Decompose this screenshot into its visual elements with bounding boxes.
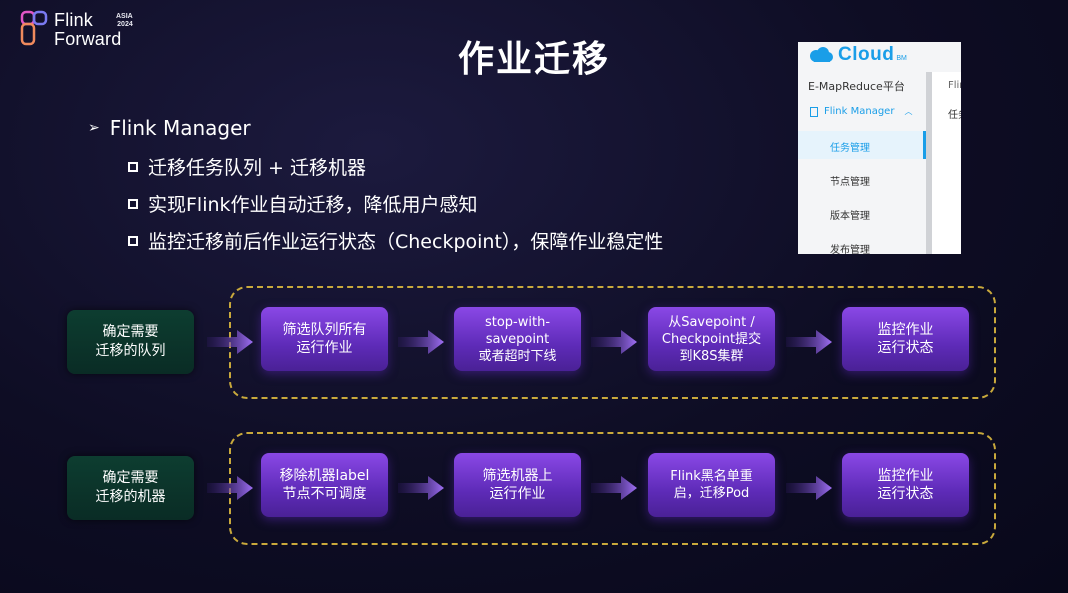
flink-forward-logo: Flink Forward ASIA 2024 xyxy=(20,10,150,50)
square-bullet-icon xyxy=(128,235,138,246)
flow-row-1-step-3: 从Savepoint /Checkpoint提交到K8S集群 xyxy=(648,307,775,371)
menu-item-task-management[interactable]: 任务管理 xyxy=(798,131,926,159)
flow-row-2-step-2: 筛选机器上运行作业 xyxy=(454,453,581,517)
flow-arrow-icon xyxy=(398,476,444,500)
platform-label: E-MapReduce平台 xyxy=(808,80,905,93)
flow-row-2-start: 确定需要迁移的机器 xyxy=(67,456,194,520)
logo-badge: ASIA 2024 xyxy=(116,13,133,28)
flow-row-2-step-3: Flink黑名单重启，迁移Pod xyxy=(648,453,775,517)
menu-flink-manager[interactable]: Flink Manager ︿ xyxy=(810,106,912,117)
cloud-brand: Cloud BM xyxy=(808,44,907,66)
bullet-main: ➢ Flink Manager xyxy=(88,116,251,140)
menu-item-version-management[interactable]: 版本管理 xyxy=(830,211,870,222)
flow-row-1-step-1: 筛选队列所有运行作业 xyxy=(261,307,388,371)
flow-arrow-icon xyxy=(207,330,253,354)
square-bullet-icon xyxy=(128,161,138,172)
flow-arrow-icon xyxy=(786,330,832,354)
flow-arrow-icon xyxy=(207,476,253,500)
square-bullet-icon xyxy=(128,198,138,209)
flow-arrow-icon xyxy=(591,330,637,354)
flow-row-1-start: 确定需要迁移的队列 xyxy=(67,310,194,374)
slide-title: 作业迁移 xyxy=(457,39,610,80)
flow-arrow-icon xyxy=(591,476,637,500)
flow-arrow-icon xyxy=(786,476,832,500)
bullet-sub-2: 实现Flink作业自动迁移，降低用户感知 xyxy=(128,190,478,217)
panel-scrollbar[interactable] xyxy=(926,72,932,254)
bullet-sub-1: 迁移任务队列 + 迁移机器 xyxy=(128,153,366,180)
menu-item-node-management[interactable]: 节点管理 xyxy=(830,177,870,188)
panel-sidebar: E-MapReduce平台 Flink Manager ︿ 任务管理 节点管理 … xyxy=(798,72,926,254)
logo-wordmark: Flink Forward xyxy=(54,10,122,49)
flow-row-2-step-4: 监控作业运行状态 xyxy=(842,453,969,517)
document-icon xyxy=(810,106,818,117)
bullet-sub-3: 监控迁移前后作业运行状态（Checkpoint），保障作业稳定性 xyxy=(128,227,663,254)
chevron-up-icon: ︿ xyxy=(904,107,913,116)
menu-item-release-management[interactable]: 发布管理 xyxy=(830,245,870,254)
flow-row-1-step-4: 监控作业运行状态 xyxy=(842,307,969,371)
arrow-bullet-icon: ➢ xyxy=(88,120,100,136)
cloud-icon xyxy=(810,47,833,62)
panel-content: Flin 任务 xyxy=(932,72,961,254)
flink-manager-screenshot: Cloud BM E-MapReduce平台 Flink Manager ︿ 任… xyxy=(798,42,961,254)
flink-logo-icon xyxy=(20,10,48,46)
flow-arrow-icon xyxy=(398,330,444,354)
